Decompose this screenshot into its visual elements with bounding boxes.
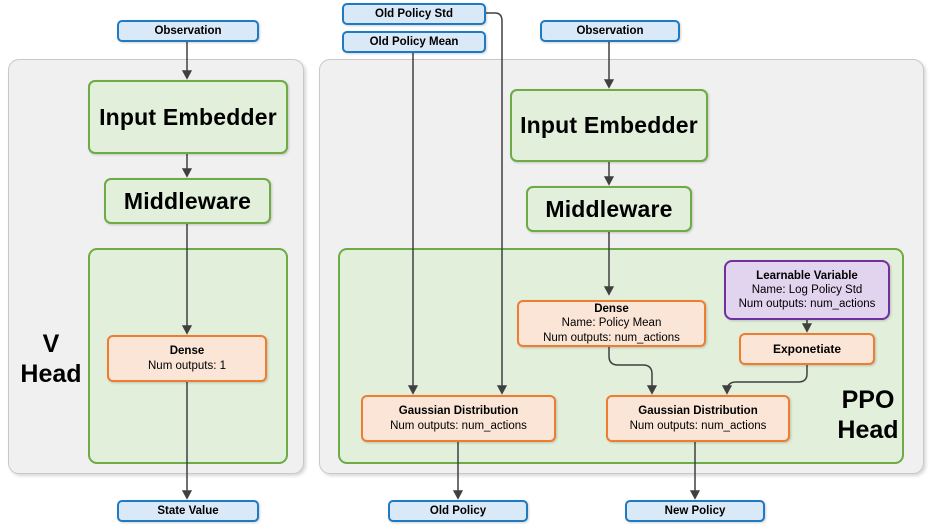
v-head-group-label-line2: Head [20,359,82,388]
v-dense-num-outputs: Num outputs: 1 [148,359,226,372]
old-policy-std-input[interactable]: Old Policy Std [342,3,486,25]
ppo-middleware-block[interactable]: Middleware [526,186,692,232]
ppo-head-group-label: PPO Head [818,386,918,445]
gaussian-old-title: Gaussian Distribution [398,405,519,418]
v-input-embedder-block[interactable]: Input Embedder [88,80,288,154]
v-middleware-label: Middleware [123,187,252,214]
ppo-head-group-label-line1: PPO [841,386,895,414]
gaussian-new-num-outputs: Num outputs: num_actions [629,419,767,432]
exponetiate-title: Exponetiate [772,341,841,356]
v-state-value-output[interactable]: State Value [117,500,259,522]
exponetiate-block[interactable]: Exponetiate [739,333,875,365]
gaussian-old-block[interactable]: Gaussian Distribution Num outputs: num_a… [361,395,556,442]
learnable-variable-num-outputs: Num outputs: num_actions [738,298,876,310]
v-state-value-label: State Value [157,504,219,517]
ppo-middleware-label: Middleware [545,195,673,222]
old-policy-mean-input[interactable]: Old Policy Mean [342,31,486,53]
v-dense-title: Dense [169,345,205,358]
old-policy-output[interactable]: Old Policy [388,500,528,522]
new-policy-output[interactable]: New Policy [625,500,765,522]
ppo-observation-input[interactable]: Observation [540,20,680,42]
ppo-head-group-label-line2: Head [837,415,899,444]
v-head-group-label-line1: V [42,330,60,358]
old-policy-mean-label: Old Policy Mean [369,35,459,48]
v-input-embedder-label: Input Embedder [99,103,277,130]
ppo-dense-block[interactable]: Dense Name: Policy Mean Num outputs: num… [517,300,706,347]
v-observation-input[interactable]: Observation [117,20,259,42]
ppo-dense-num-outputs: Num outputs: num_actions [543,331,680,344]
gaussian-new-title: Gaussian Distribution [638,405,758,418]
ppo-dense-name: Name: Policy Mean [561,317,662,330]
learnable-variable-name: Name: Log Policy Std [751,283,863,296]
learnable-variable-title: Learnable Variable [756,269,858,282]
old-policy-label: Old Policy [429,504,487,517]
ppo-observation-label: Observation [576,24,644,37]
ppo-input-embedder-block[interactable]: Input Embedder [510,89,708,162]
gaussian-new-block[interactable]: Gaussian Distribution Num outputs: num_a… [606,395,790,442]
v-middleware-block[interactable]: Middleware [104,178,271,224]
v-observation-label: Observation [154,24,222,37]
ppo-input-embedder-label: Input Embedder [520,112,698,139]
gaussian-old-num-outputs: Num outputs: num_actions [390,419,527,432]
old-policy-std-label: Old Policy Std [375,7,453,20]
new-policy-label: New Policy [664,504,726,517]
v-head-group-label: V Head [16,330,86,389]
learnable-variable-block[interactable]: Learnable Variable Name: Log Policy Std … [724,260,890,320]
v-dense-block[interactable]: Dense Num outputs: 1 [107,335,267,382]
ppo-dense-title: Dense [594,303,629,316]
